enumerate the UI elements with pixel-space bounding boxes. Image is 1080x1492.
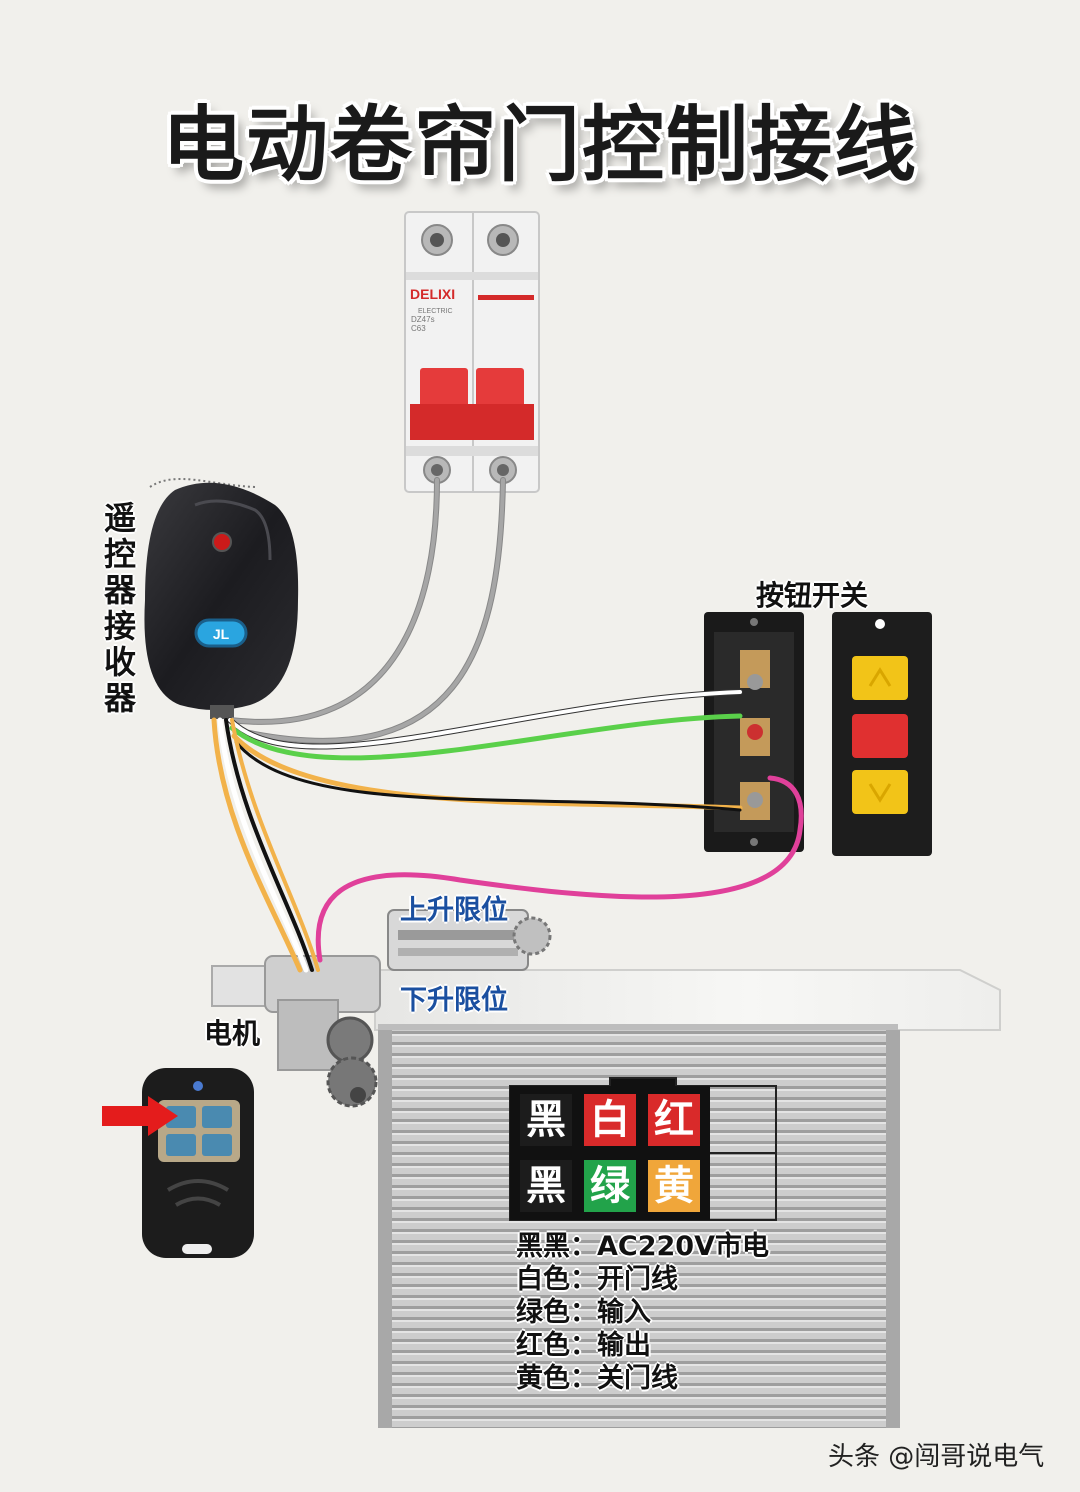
receiver-label-char: 收 [103, 643, 136, 681]
receiver-badge: JL [213, 626, 230, 642]
grid-cell: 黑 [520, 1094, 572, 1146]
breaker-model: DZ47s [411, 315, 435, 324]
wires [211, 477, 804, 973]
grid-cell: 黄 [648, 1160, 700, 1212]
grid-cell-text: 黑 [526, 1097, 566, 1143]
red-arrow [102, 1096, 178, 1136]
legend-line: 黄色：关门线 [516, 1363, 678, 1394]
wire-color-grid: 黑 白 红 黑 绿 黄 [510, 1086, 710, 1220]
push-button-wiring-box [704, 612, 804, 852]
upper-limit-label: 上升限位 [400, 895, 508, 926]
receiver-label-char: 遥 [103, 499, 136, 537]
push-button-panel [832, 612, 932, 856]
watermark: 头条 @闯哥说电气 [828, 1442, 1045, 1472]
grid-cell-text: 白 [590, 1097, 630, 1143]
remote-receiver: JL [144, 477, 299, 719]
breaker-rating: C63 [411, 324, 426, 333]
receiver-label-char: 器 [103, 679, 136, 717]
page-title: 电动卷帘门控制接线 [161, 98, 918, 193]
legend-line: 黑黑：AC220V市电 [516, 1231, 769, 1262]
lower-limit-label: 下升限位 [400, 985, 508, 1016]
legend-line: 红色：输出 [516, 1330, 651, 1361]
receiver-label-char: 控 [103, 535, 136, 573]
wire-legend: 黑黑：AC220V市电 白色：开门线 绿色：输入 红色：输出 黄色：关门线 [516, 1230, 769, 1395]
breaker-brand: DELIXI [410, 286, 455, 302]
grid-cell-text: 黄 [654, 1163, 694, 1209]
grid-cell-text: 黑 [526, 1163, 566, 1209]
grid-cell: 黑 [520, 1160, 572, 1212]
legend-line: 白色：开门线 [516, 1264, 678, 1295]
circuit-breaker: DELIXI ELECTRIC DZ47s C63 [404, 211, 540, 493]
grid-cell-text: 红 [654, 1097, 694, 1143]
motor [211, 955, 381, 1108]
breaker-sub: ELECTRIC [418, 308, 453, 315]
grid-cell: 红 [648, 1094, 700, 1146]
button-switch-label: 按钮开关 [756, 579, 869, 612]
legend-line: 绿色：输入 [516, 1297, 651, 1328]
grid-cell: 白 [584, 1094, 636, 1146]
grid-cell: 绿 [584, 1160, 636, 1212]
receiver-label: 遥 控 器 接 收 器 [100, 500, 140, 716]
receiver-label-char: 接 [103, 607, 136, 645]
limit-switch [387, 909, 552, 971]
motor-label: 电机 [204, 1017, 261, 1050]
grid-cell-text: 绿 [590, 1163, 630, 1209]
receiver-label-char: 器 [103, 571, 136, 609]
handheld-remote [142, 1068, 254, 1258]
